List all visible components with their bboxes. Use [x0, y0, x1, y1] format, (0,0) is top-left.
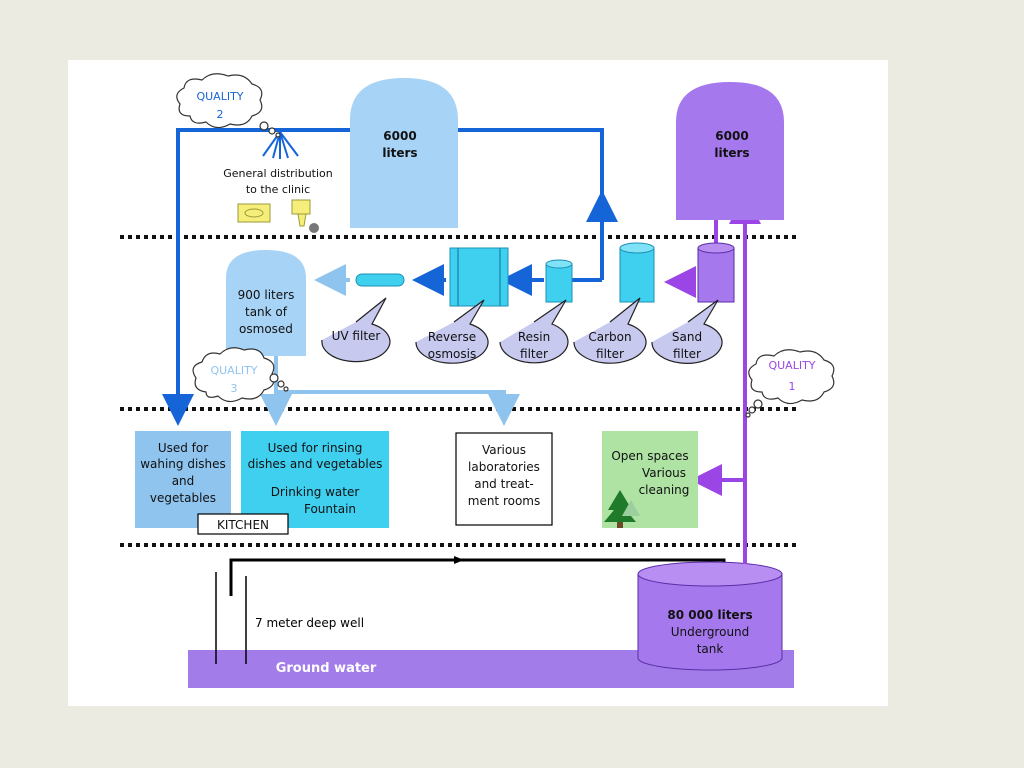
rinsing-line4: Fountain [304, 502, 356, 516]
rinsing-line2: dishes and vegetables [248, 457, 383, 471]
quality-1-word: QUALITY [768, 359, 815, 372]
quality-2-word: QUALITY [196, 90, 243, 103]
reverse-osmosis-unit [449, 247, 509, 307]
kitchen-label-box [197, 513, 289, 535]
quality-2-number: 2 [217, 108, 224, 121]
rinsing-box [241, 431, 389, 528]
quality-1-number: 1 [789, 380, 796, 393]
uv-filter-tube [355, 273, 405, 287]
reverse-osmosis-label-1: Reverse [428, 330, 476, 344]
sink-icon [237, 203, 271, 223]
level-separators [120, 235, 800, 547]
dishes-line2: wahing dishes [140, 457, 226, 471]
quality-2-cloud [176, 73, 281, 138]
osmosed-line3: osmosed [239, 322, 293, 336]
resin-filter-label-2: filter [520, 347, 548, 361]
underground-line2: Underground [671, 625, 750, 639]
resin-filter-label-1: Resin [518, 330, 550, 344]
quality-3-cloud [192, 347, 289, 403]
upper-purple-tank [676, 82, 784, 220]
open-line2: Various [642, 466, 686, 480]
labs-line1: Various [482, 443, 526, 457]
distribution-line1: General distribution [223, 167, 333, 180]
water-system-diagram: Ground water 7 meter deep well 80 000 li… [120, 73, 835, 688]
upper-purple-tank-line2: liters [714, 146, 749, 160]
carbon-filter-label-1: Carbon [588, 330, 631, 344]
labs-line3: and treat- [474, 477, 534, 491]
reverse-osmosis-label-2: osmosis [428, 347, 476, 361]
labs-box [455, 432, 553, 526]
kitchen-label: KITCHEN [217, 518, 269, 532]
osmosed-distribution-pipes [260, 356, 520, 426]
quality-1-cloud [745, 349, 835, 418]
rinsing-line1: Used for rinsing [268, 441, 363, 455]
upper-blue-tank-line2: liters [382, 146, 417, 160]
labs-line4: ment rooms [468, 494, 541, 508]
osmosed-tank [226, 250, 306, 356]
dishes-line3: and [172, 474, 195, 488]
uv-filter-label: UV filter [332, 329, 381, 343]
open-line3: cleaning [639, 483, 690, 497]
sand-filter-vessel [697, 242, 735, 303]
carbon-filter-label-2: filter [596, 347, 624, 361]
resin-filter-vessel [545, 259, 573, 303]
sand-filter-label-1: Sand [672, 330, 702, 344]
dishes-line1: Used for [158, 441, 208, 455]
tree-icon [604, 490, 640, 528]
upper-purple-tank-line1: 6000 [715, 129, 748, 143]
underground-tank [637, 561, 783, 671]
dishes-box [135, 431, 231, 528]
sand-filter-label-2: filter [673, 347, 701, 361]
toilet-icon [291, 199, 319, 233]
open-line1: Open spaces [611, 449, 688, 463]
carbon-filter-vessel [619, 242, 655, 303]
osmosed-line2: tank of [245, 305, 288, 319]
upper-blue-tank-line1: 6000 [383, 129, 416, 143]
underground-line3: tank [697, 642, 724, 656]
ground-water-label: Ground water [276, 661, 377, 676]
rinsing-line3: Drinking water [271, 485, 360, 499]
slide: Ground water 7 meter deep well 80 000 li… [68, 60, 888, 706]
filter-bubbles [321, 297, 723, 364]
underground-line1: 80 000 liters [667, 608, 752, 622]
blue-main-pipe [162, 128, 618, 426]
distribution-line2: to the clinic [246, 183, 310, 196]
osmosed-line1: 900 liters [238, 288, 295, 302]
dishes-line4: vegetables [150, 491, 216, 505]
distribution-sprinkler-icon [262, 131, 299, 159]
well-label: 7 meter deep well [255, 616, 364, 630]
quality-3-word: QUALITY [210, 364, 257, 377]
labs-line2: laboratories [468, 460, 540, 474]
quality-3-number: 3 [231, 382, 238, 395]
upper-blue-tank [350, 78, 458, 228]
